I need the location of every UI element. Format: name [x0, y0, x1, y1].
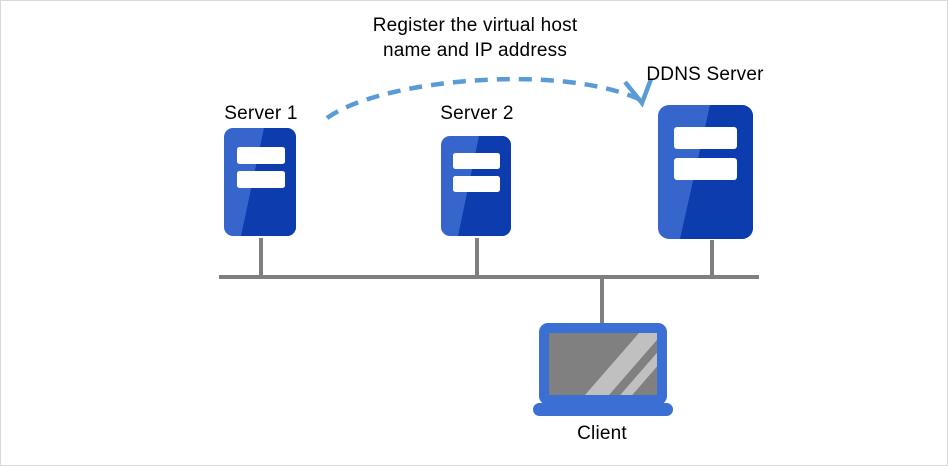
- server-bar-top: [237, 147, 285, 164]
- server-icon-server-1: [224, 128, 296, 236]
- server-icon-ddns-server: [658, 105, 753, 239]
- server-bar-top: [453, 153, 500, 169]
- laptop-screen-glare: [585, 333, 657, 395]
- node-label-server-1: Server 1: [224, 103, 298, 124]
- server-bar-bottom: [237, 171, 285, 188]
- annotation-line-2: name and IP address: [382, 40, 568, 61]
- laptop-screen-glare: [620, 352, 657, 395]
- server-bar-bottom: [453, 176, 500, 192]
- register-arrow: [325, 76, 654, 120]
- register-annotation-text: Register the virtual host name and IP ad…: [1, 13, 947, 63]
- register-arrow-head-icon: [623, 78, 654, 108]
- node-label-server-2: Server 2: [440, 103, 514, 124]
- register-arrow-curve: [325, 76, 642, 120]
- laptop-icon-client: [533, 323, 673, 416]
- network-bus-group: [219, 238, 759, 323]
- laptop-base: [533, 403, 673, 416]
- node-label-ddns-server: DDNS Server: [646, 64, 764, 85]
- server-bar-bottom: [674, 158, 737, 180]
- server-bar-top: [674, 127, 737, 149]
- server-icon-server-2: [441, 136, 511, 236]
- node-label-client: Client: [577, 423, 627, 444]
- annotation-line-1: Register the virtual host: [372, 15, 578, 36]
